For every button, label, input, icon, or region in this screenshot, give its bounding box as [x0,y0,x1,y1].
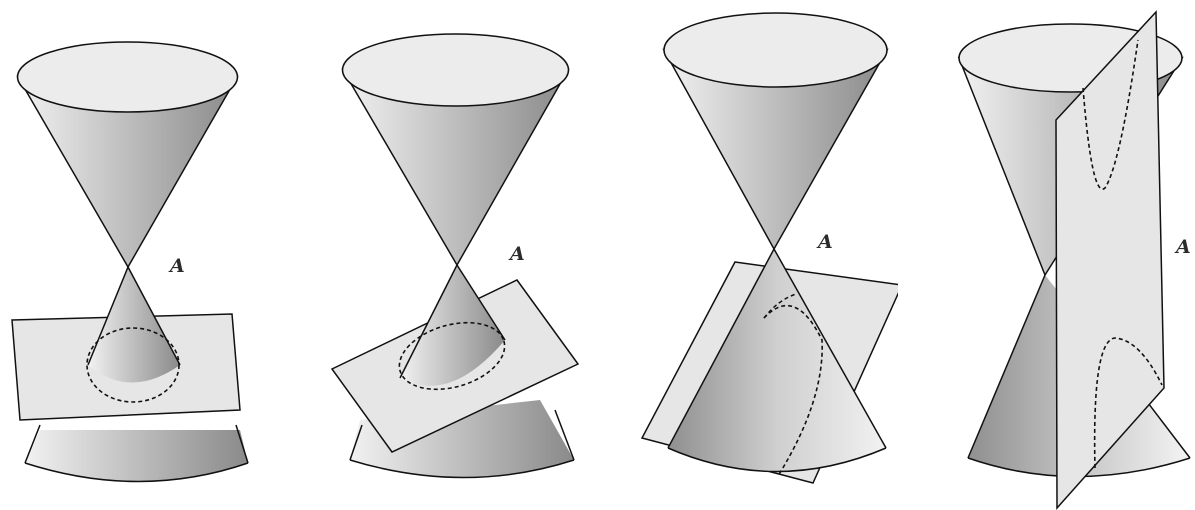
panel-ellipse: A [300,0,598,510]
section-curve-hyperbola-upper [1082,39,1139,190]
cutting-plane [1055,10,1165,510]
section-curve-hyperbola-lower [1093,337,1163,469]
panel-circle-drawing [11,41,249,483]
panel-parabola: A [600,0,898,510]
section-curve-parabola [763,304,823,477]
lower-cone-top [400,265,505,386]
lower-cone-top [88,267,180,383]
section-curve-circle [86,327,180,403]
upper-cone-rim [16,41,239,113]
section-curve-ellipse [398,321,506,391]
lower-cone-base [25,430,248,482]
upper-cone-rim [663,12,888,88]
panel-parabola-drawing [640,12,898,484]
vertex-label: A [818,231,833,253]
upper-cone-rim [341,33,570,107]
vertex-label: A [170,255,185,277]
vertex-label: A [510,243,525,265]
panel-hyperbola: A [900,0,1195,510]
panel-ellipse-drawing [330,33,580,479]
panel-circle: A [0,0,298,510]
panel-hyperbola-drawing [957,10,1191,510]
vertex-label: A [1176,236,1191,258]
lower-cone [668,249,886,472]
